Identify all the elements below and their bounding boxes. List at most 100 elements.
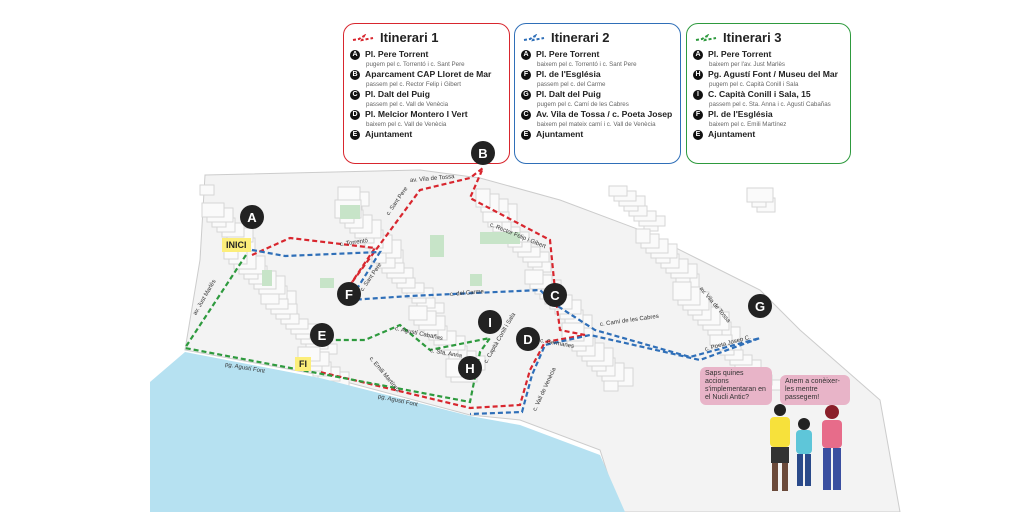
- stop-name: Aparcament CAP Lloret de Mar: [365, 69, 492, 79]
- building-block: [260, 293, 280, 305]
- legend-stop: D Pl. Melcior Montero I Vert: [350, 109, 503, 120]
- legend-stop: C Av. Vila de Tossa / c. Poeta Josep: [521, 109, 674, 120]
- start-tag: INICI: [222, 238, 251, 252]
- building-block: [524, 269, 544, 285]
- stop-letter-icon: A: [693, 49, 703, 60]
- building-block: [199, 184, 215, 196]
- itinerary-title: Itinerari 3: [695, 30, 844, 45]
- legend-stop: I C. Capità Conill i Sala, 15: [693, 89, 844, 100]
- legend-stop: F Pl. de l'Església: [693, 109, 844, 120]
- itinerary-3-legend: Itinerari 3 A Pl. Pere Torrent baixem per l…: [686, 23, 851, 164]
- stop-name: Pl. Dalt del Puig: [365, 89, 430, 99]
- stop-directions: pugem pel c. Torrentó i c. Sant Pere: [366, 61, 465, 68]
- building-block: [608, 185, 628, 197]
- route-dash-icon: [523, 33, 545, 41]
- stop-directions: baixem pel c. Emili Martínez: [709, 121, 787, 128]
- end-tag: FI: [295, 357, 311, 371]
- route-2-path: [251, 248, 761, 416]
- stop-letter-icon: H: [693, 69, 703, 80]
- stop-name: Ajuntament: [536, 129, 584, 139]
- stop-directions: passem pel c. Vall de Venècia: [366, 101, 449, 108]
- itinerary-title-text: Itinerari 3: [723, 30, 782, 45]
- legend-stop: C Pl. Dalt del Puig: [350, 89, 503, 100]
- building-block: [746, 187, 774, 203]
- itinerary-title-text: Itinerari 1: [380, 30, 439, 45]
- legend-stop: B Aparcament CAP Lloret de Mar: [350, 69, 503, 80]
- stop-directions: pugem pel c. Camí de les Cabres: [537, 101, 629, 108]
- stop-letter-icon: E: [350, 129, 360, 140]
- stop-letter-icon: B: [350, 69, 360, 80]
- building-block: [482, 211, 510, 223]
- legend-stop: E Ajuntament: [350, 129, 503, 140]
- stop-directions: baixem pel c. Torrentó i c. Sant Pere: [537, 61, 637, 68]
- legend-stop: A Pl. Pere Torrent: [521, 49, 674, 60]
- map-marker-g[interactable]: G: [748, 294, 772, 318]
- stop-name: Pl. Pere Torrent: [365, 49, 429, 59]
- legend-stop: H Pg. Agustí Font / Museu del Mar: [693, 69, 844, 80]
- map-marker-i[interactable]: I: [478, 310, 502, 334]
- stop-letter-icon: E: [693, 129, 703, 140]
- itinerary-1-legend: Itinerari 1 A Pl. Pere Torrent pugem pel c.…: [343, 23, 510, 164]
- stop-name: Pg. Agustí Font / Museu del Mar: [708, 69, 839, 79]
- building-block: [603, 380, 619, 392]
- legend-stop: E Ajuntament: [693, 129, 844, 140]
- itinerary-title: Itinerari 2: [523, 30, 674, 45]
- legend-stop: F Pl. de l'Església: [521, 69, 674, 80]
- people-illustration: [770, 404, 842, 491]
- map-marker-e[interactable]: E: [310, 323, 334, 347]
- map-marker-f[interactable]: F: [337, 282, 361, 306]
- stop-letter-icon: F: [693, 109, 703, 120]
- map-marker-a[interactable]: A: [240, 205, 264, 229]
- stop-directions: passem pel c. del Carme: [537, 81, 606, 88]
- legend-stop: E Ajuntament: [521, 129, 674, 140]
- stop-letter-icon: A: [521, 49, 531, 60]
- stop-name: C. Capità Conill i Sala, 15: [708, 89, 811, 99]
- legend-stop: A Pl. Pere Torrent: [693, 49, 844, 60]
- stop-name: Ajuntament: [365, 129, 413, 139]
- stop-letter-icon: D: [350, 109, 360, 120]
- stop-directions: baixem per l'av. Just Marlès: [709, 61, 786, 68]
- stop-letter-icon: A: [350, 49, 360, 60]
- stop-letter-icon: C: [521, 109, 531, 120]
- stop-directions: baixem pel mateix camí i c. Vall de Venè…: [537, 121, 656, 128]
- stop-directions: baixem pel c. Vall de Venècia: [366, 121, 447, 128]
- itinerary-title: Itinerari 1: [352, 30, 503, 45]
- stop-name: Pl. Melcior Montero I Vert: [365, 109, 468, 119]
- stop-name: Av. Vila de Tossa / c. Poeta Josep: [536, 109, 673, 119]
- building-block: [709, 334, 733, 346]
- stop-name: Pl. Pere Torrent: [536, 49, 600, 59]
- legend-stop: G Pl. Dalt del Puig: [521, 89, 674, 100]
- stop-letter-icon: I: [693, 89, 703, 100]
- stop-name: Ajuntament: [708, 129, 756, 139]
- map-marker-c[interactable]: C: [543, 283, 567, 307]
- stop-letter-icon: G: [521, 89, 531, 100]
- route-1-path: [251, 164, 586, 410]
- itinerary-title-text: Itinerari 2: [551, 30, 610, 45]
- stop-directions: passem pel c. Rector Felip i Gibert: [366, 81, 461, 88]
- building-block: [201, 202, 225, 218]
- map-marker-b[interactable]: B: [471, 141, 495, 165]
- map-marker-h[interactable]: H: [458, 356, 482, 380]
- stop-letter-icon: C: [350, 89, 360, 100]
- stop-name: Pl. de l'Església: [536, 69, 601, 79]
- stop-name: Pl. Dalt del Puig: [536, 89, 601, 99]
- stop-name: Pl. Pere Torrent: [708, 49, 772, 59]
- stop-directions: passem pel c. Sta. Anna i c. Agustí Caba…: [709, 101, 831, 108]
- building-block: [337, 186, 361, 202]
- stop-letter-icon: E: [521, 129, 531, 140]
- building-block: [635, 228, 651, 244]
- speech-bubble-question: Saps quines accions s'implementaran en e…: [700, 367, 772, 405]
- stop-name: Pl. de l'Església: [708, 109, 773, 119]
- building-block: [672, 281, 692, 301]
- legend-stop: A Pl. Pere Torrent: [350, 49, 503, 60]
- route-3-path: [183, 254, 493, 404]
- stop-directions: pugem pel c. Capità Conill i Sala: [709, 81, 799, 88]
- route-dash-icon: [695, 33, 717, 41]
- stop-letter-icon: F: [521, 69, 531, 80]
- itinerary-2-legend: Itinerari 2 A Pl. Pere Torrent baixem pel c…: [514, 23, 681, 164]
- route-dash-icon: [352, 33, 374, 41]
- green-areas: [262, 205, 520, 288]
- map-marker-d[interactable]: D: [516, 327, 540, 351]
- sea: [150, 352, 625, 512]
